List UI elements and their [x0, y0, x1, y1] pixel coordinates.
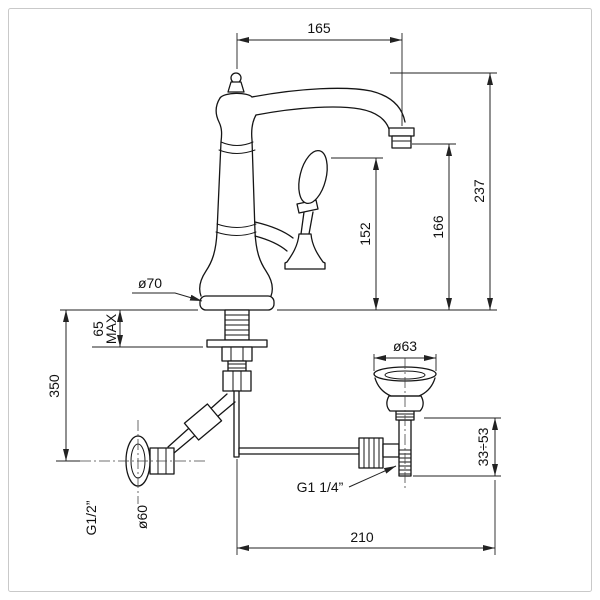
handle-bell	[284, 233, 326, 270]
dim-237-label: 237	[471, 179, 487, 203]
nut-faces	[230, 346, 244, 362]
mounting-washer	[206, 339, 268, 348]
extension-lines-3353	[413, 417, 501, 477]
extension-lines-165	[236, 33, 403, 126]
column-left-edge	[199, 97, 223, 297]
clamp-connector	[382, 443, 400, 458]
dim-152-label: 152	[357, 222, 373, 246]
dim-g12-label: G1/2”	[83, 500, 99, 535]
dim-g114-label: G1 1/4”	[297, 479, 344, 495]
faucet-body	[199, 72, 415, 311]
dimension-152: 152	[331, 157, 383, 310]
leader-g114	[348, 465, 397, 488]
handle-connector	[254, 221, 294, 252]
supply-assembly	[125, 309, 268, 487]
shank-lower-threads	[227, 363, 247, 369]
extension-lines-210	[236, 459, 496, 555]
horizontal-link-rod	[238, 447, 362, 455]
spout-top-edge	[251, 87, 406, 123]
centerlines	[80, 358, 406, 504]
handle-stem	[300, 211, 314, 235]
spout-bottom-edge	[255, 106, 390, 130]
clamp-knurl	[363, 437, 380, 469]
dimension-supply-thread: G1/2”	[83, 500, 99, 535]
dim-d60-label: ø60	[134, 505, 150, 529]
column-right-edge	[250, 114, 273, 297]
dim-350-label: 350	[46, 374, 62, 398]
extension-lines-65	[60, 309, 203, 348]
mounting-nut	[221, 346, 253, 362]
union-faces	[232, 370, 242, 392]
column-rings	[215, 141, 257, 236]
spout-aerator	[391, 135, 412, 149]
base-plate	[199, 295, 275, 311]
dimension-waste-flange: ø63	[373, 338, 437, 371]
union-fitting	[222, 370, 252, 392]
dimension-base-diameter: ø70	[132, 275, 203, 302]
dimension-wall-flange: ø60	[134, 505, 150, 529]
page-border	[8, 8, 592, 592]
shank-lower	[227, 360, 247, 372]
spout-collar	[388, 127, 415, 137]
drain-assembly	[238, 366, 437, 477]
dimension-210: 210	[236, 459, 496, 555]
dim-210-label: 210	[350, 529, 374, 545]
pop-up-rod	[233, 390, 240, 458]
dim-166-label: 166	[430, 215, 446, 239]
handle-lever-grip	[298, 149, 328, 205]
dim-165-label: 165	[307, 20, 331, 36]
dimension-33-53: 33÷53	[413, 417, 501, 477]
dim-max-label: MAX	[103, 313, 119, 344]
angle-fitting-nut	[183, 403, 223, 441]
dimension-165: 165	[236, 20, 403, 126]
shank-threads	[224, 314, 250, 336]
dim-d63-label: ø63	[393, 338, 417, 354]
extension-lines-237	[277, 72, 497, 311]
dimension-65-max: 65 MAX	[60, 309, 203, 348]
dimension-350: 350	[46, 310, 80, 462]
dim-3353-label: 33÷53	[475, 427, 491, 466]
finial-neck	[227, 81, 245, 93]
dimension-166: 166	[412, 143, 456, 310]
dimension-237: 237	[277, 72, 497, 311]
dim-65-label: 65	[90, 321, 106, 337]
body-top	[219, 92, 253, 99]
dim-d70-label: ø70	[138, 275, 162, 291]
dimension-waste-thread: G1 1/4”	[297, 465, 397, 495]
leader-d70	[132, 292, 203, 302]
